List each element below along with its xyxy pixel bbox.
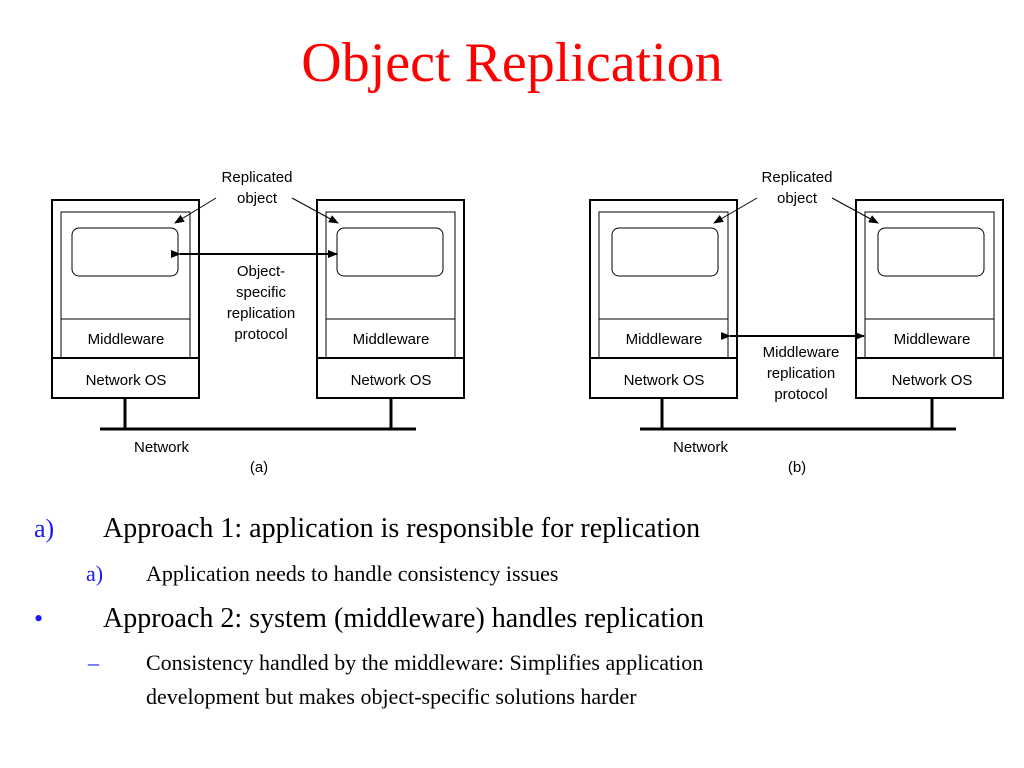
machine-a-left: Middleware Network OS (51, 199, 200, 399)
replicated-object-label: Replicated (762, 169, 833, 186)
machine-b-right: Middleware Network OS (855, 199, 1004, 399)
network-os-label: Network OS (624, 372, 705, 389)
middleware-label: Middleware (626, 331, 703, 348)
bullet-marker: a) (34, 514, 55, 543)
network-os-label: Network OS (86, 372, 167, 389)
replicated-object-label: Replicated (222, 169, 293, 186)
bullet-marker: a) (86, 561, 104, 586)
middleware-label: Middleware (353, 331, 430, 348)
protocol-label: Object- (237, 263, 285, 280)
middleware-label: Middleware (88, 331, 165, 348)
replicated-object-label: object (777, 190, 818, 207)
bullet-item: • Approach 2: system (middleware) handle… (0, 601, 1024, 637)
protocol-label: protocol (234, 326, 287, 343)
replication-diagram: Middleware Network OS Middleware Network… (51, 169, 1004, 476)
bullet-text: Approach 1: application is responsible f… (103, 513, 701, 544)
protocol-label: replication (227, 305, 295, 322)
bullet-text-line: development but makes object-specific so… (146, 684, 637, 709)
caption-a: (a) (250, 459, 268, 476)
caption-b: (b) (788, 459, 806, 476)
bullet-marker: – (88, 650, 99, 675)
bullet-text: Approach 2: system (middleware) handles … (103, 603, 705, 634)
protocol-label: protocol (774, 386, 827, 403)
replicated-object-label: object (237, 190, 278, 207)
protocol-label: Middleware (763, 344, 840, 361)
bullet-text: Application needs to handle consistency … (146, 561, 559, 586)
middleware-label: Middleware (894, 331, 971, 348)
bullet-item: a) Application needs to handle consisten… (0, 558, 1024, 590)
network-label: Network (673, 439, 729, 456)
diagram-a: Middleware Network OS Middleware Network… (51, 169, 465, 476)
bullet-marker: • (34, 604, 44, 633)
machine-a-right: Middleware Network OS (316, 199, 465, 399)
bullet-item: a) Approach 1: application is responsibl… (0, 511, 1024, 547)
bullet-text-line: Consistency handled by the middleware: S… (146, 650, 704, 675)
protocol-label: replication (767, 365, 835, 382)
protocol-label: specific (236, 284, 287, 301)
machine-b-left: Middleware Network OS (589, 199, 738, 399)
network-os-label: Network OS (892, 372, 973, 389)
network-os-label: Network OS (351, 372, 432, 389)
slide-title: Object Replication (301, 32, 723, 94)
bullet-item: – Consistency handled by the middleware:… (0, 647, 1024, 717)
diagram-b: Middleware Network OS Middleware Network… (589, 169, 1004, 476)
network-label: Network (134, 439, 190, 456)
